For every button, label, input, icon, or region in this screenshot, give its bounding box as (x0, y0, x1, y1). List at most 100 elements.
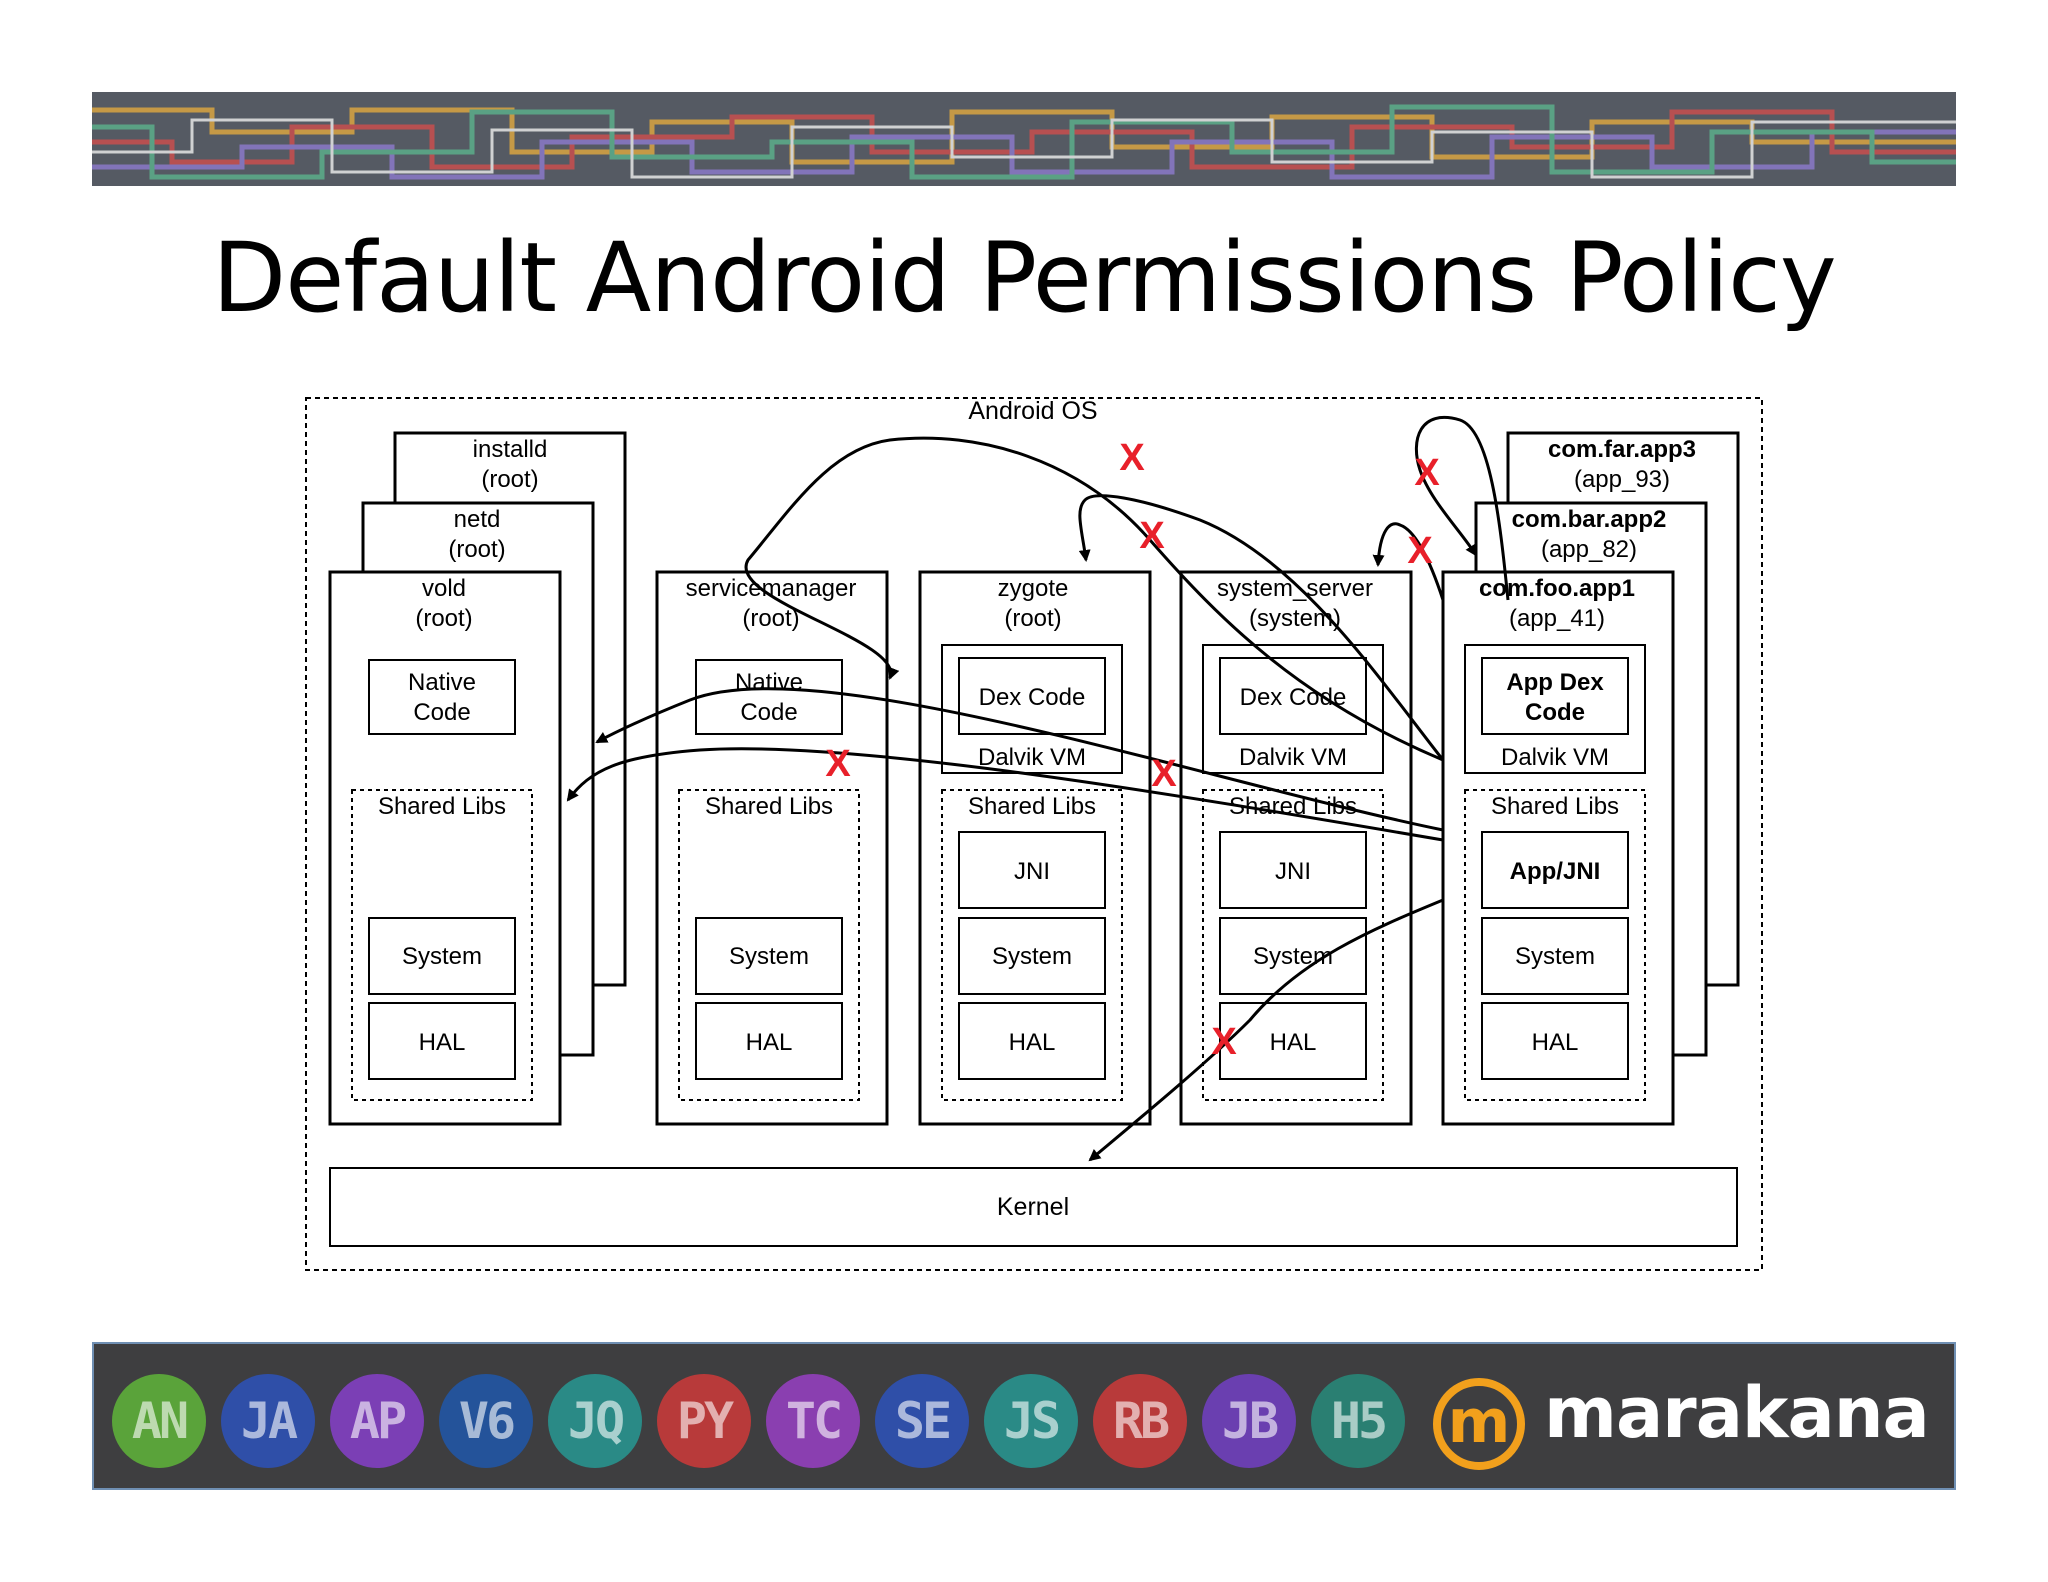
badge-jq: JQ (548, 1374, 642, 1468)
badge-ap: AP (330, 1374, 424, 1468)
vold-native-code (368, 659, 516, 735)
app3-user: (app_93) (1574, 466, 1670, 493)
app1-user: (app_41) (1509, 605, 1605, 632)
app3-name: com.far.app3 (1548, 436, 1696, 463)
zygote-user: (root) (1004, 605, 1061, 632)
zygote-name: zygote (998, 575, 1069, 602)
zygote-dalvik-label: Dalvik VM (978, 744, 1086, 771)
arrow-app1-to-kernel (1088, 898, 1444, 1162)
badge-h5: H5 (1311, 1374, 1405, 1468)
denied-mark-kernel: X (1211, 1021, 1237, 1063)
servicemanager-system-label: System (729, 943, 809, 970)
slide-title: Default Android Permissions Policy (212, 222, 1836, 334)
arrow-app1-to-system-server (1372, 522, 1445, 601)
app1-shared-libs-label: Shared Libs (1491, 793, 1619, 820)
system-server-system-label: System (1253, 943, 1333, 970)
app1-hal (1481, 1002, 1629, 1080)
zygote-hal-label: HAL (1009, 1029, 1056, 1056)
marakana-logo-icon: m (1433, 1378, 1525, 1470)
badge-py: PY (657, 1374, 751, 1468)
app1-dex-code (1481, 657, 1629, 735)
vold-user: (root) (415, 605, 472, 632)
system-server-name: system_server (1217, 575, 1373, 602)
zygote-shared-libs-label: Shared Libs (968, 793, 1096, 820)
app1-dex-1: App Dex (1506, 669, 1604, 696)
system-server-jni-label: JNI (1275, 858, 1311, 885)
android-os-label: Android OS (968, 397, 1097, 425)
zygote-dex-code (958, 657, 1106, 735)
arrow-app1-to-vold-native (595, 687, 1444, 832)
app1-jni (1481, 831, 1629, 909)
marakana-logo-word: marakana (1544, 1372, 1930, 1454)
zygote-hal (958, 1002, 1106, 1080)
vold-native-2: Code (413, 699, 470, 726)
servicemanager-system (695, 917, 843, 995)
servicemanager-name: servicemanager (686, 575, 857, 602)
circuit-banner (92, 92, 1956, 186)
system-server-user: (system) (1249, 605, 1341, 632)
badge-v6: V6 (439, 1374, 533, 1468)
system-server-dex-code-label: Dex Code (1240, 684, 1347, 711)
app2-user: (app_82) (1541, 536, 1637, 563)
system-server-dalvik-label: Dalvik VM (1239, 744, 1347, 771)
servicemanager-native-code (695, 659, 843, 735)
arrow-app3-to-app2 (1414, 416, 1510, 601)
app2-name: com.bar.app2 (1512, 506, 1667, 533)
system-server-hal-label: HAL (1270, 1029, 1317, 1056)
vold-hal-label: HAL (419, 1029, 466, 1056)
system-server-shared-libs (1202, 789, 1384, 1101)
netd-name: netd (454, 506, 501, 533)
denied-mark-vold: X (825, 743, 851, 785)
badge-rb: RB (1093, 1374, 1187, 1468)
arrow-app1-to-servicemanager (744, 436, 1444, 762)
system-server-dex-code (1219, 657, 1367, 735)
badge-an: AN (112, 1374, 206, 1468)
denied-mark-system-server: X (1407, 530, 1433, 572)
badge-ja: JA (221, 1374, 315, 1468)
vold-native-1: Native (408, 669, 476, 696)
vold-shared-libs-label: Shared Libs (378, 793, 506, 820)
installd-user: (root) (481, 466, 538, 493)
zygote-jni-label: JNI (1014, 858, 1050, 885)
denied-mark-zygote: X (1139, 515, 1165, 557)
kernel-box (329, 1167, 1738, 1247)
servicemanager-native-2: Code (740, 699, 797, 726)
servicemanager-native-1: Native (735, 669, 803, 696)
zygote-shared-libs (941, 789, 1123, 1101)
badge-tc: TC (766, 1374, 860, 1468)
app1-system-label: System (1515, 943, 1595, 970)
vold-hal (368, 1002, 516, 1080)
denied-mark-app2: X (1414, 452, 1440, 494)
servicemanager-user: (root) (742, 605, 799, 632)
badge-jb: JB (1202, 1374, 1296, 1468)
denied-mark-system-server-vm: X (1151, 753, 1177, 795)
zygote-system-label: System (992, 943, 1072, 970)
system-server-hal (1219, 1002, 1367, 1080)
badge-js: JS (984, 1374, 1078, 1468)
servicemanager-hal-label: HAL (746, 1029, 793, 1056)
vold-system-label: System (402, 943, 482, 970)
app1-name: com.foo.app1 (1479, 575, 1635, 602)
zygote-system (958, 917, 1106, 995)
app1-shared-libs (1464, 789, 1646, 1101)
arrow-app1-to-vold-libs (566, 747, 1444, 842)
zygote-jni (958, 831, 1106, 909)
system-server-system (1219, 917, 1367, 995)
kernel-label: Kernel (997, 1193, 1069, 1221)
app1-dex-2: Code (1525, 699, 1585, 726)
netd-user: (root) (448, 536, 505, 563)
system-server-jni (1219, 831, 1367, 909)
app1-dalvik-label: Dalvik VM (1501, 744, 1609, 771)
servicemanager-shared-libs (678, 789, 860, 1101)
app1-jni-label: App/JNI (1510, 858, 1601, 885)
denied-mark-servicemanager: X (1119, 437, 1145, 479)
app1-hal-label: HAL (1532, 1029, 1579, 1056)
badge-se: SE (875, 1374, 969, 1468)
vold-name: vold (422, 575, 466, 602)
arrow-app1-to-zygote (1078, 494, 1445, 761)
vold-system (368, 917, 516, 995)
servicemanager-shared-libs-label: Shared Libs (705, 793, 833, 820)
vold-shared-libs (351, 789, 533, 1101)
